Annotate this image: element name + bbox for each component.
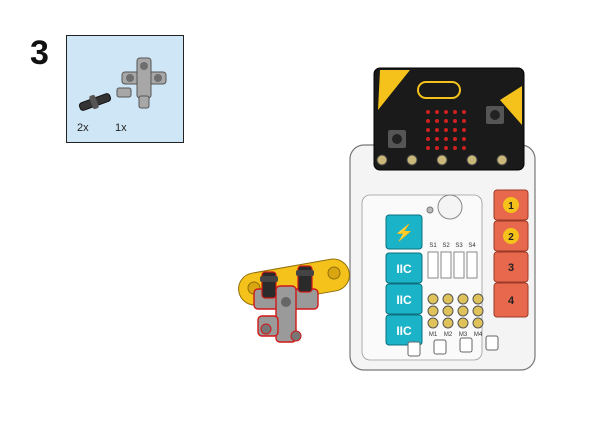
- pin-quantity-label: 2x: [77, 122, 89, 134]
- grey-connector-assembly: [253, 285, 319, 343]
- switch-label-s3: S3: [455, 243, 463, 249]
- switch-label-s2: S2: [442, 243, 450, 249]
- black-pin-left: [260, 271, 278, 299]
- port-label-3: IIC: [396, 324, 412, 338]
- left-port-column: ⚡ IIC IIC IIC: [385, 214, 423, 346]
- microbit-board: [373, 67, 525, 171]
- step-number: 3: [30, 34, 49, 72]
- port-label-2: IIC: [396, 293, 412, 307]
- button-4: [493, 282, 529, 318]
- parts-illustration: [78, 57, 167, 111]
- buzzer: [437, 194, 463, 220]
- port-label-1: IIC: [396, 262, 412, 276]
- motor-label-m4: M4: [474, 332, 483, 338]
- port-iic-1: [385, 252, 423, 284]
- black-axle-pin-part: [78, 93, 112, 111]
- button-3: [493, 251, 529, 283]
- port-iic-3: [385, 314, 423, 346]
- pin-header-rings: [427, 293, 484, 329]
- switch-label-s4: S4: [468, 243, 476, 249]
- led-matrix: [426, 110, 466, 150]
- port-label-0: ⚡: [394, 223, 414, 242]
- motor-ports: M1 M2 M3 M4: [407, 332, 499, 357]
- edge-connector-pads: [376, 154, 508, 166]
- button-label-3: 3: [508, 262, 514, 274]
- port-power: [385, 214, 423, 250]
- motor-label-m1: M1: [429, 332, 438, 338]
- grey-cross-connector-part: [116, 57, 167, 109]
- indicator-dot: [426, 206, 434, 214]
- button-label-2: 2: [508, 232, 514, 243]
- parts-list-box: 2x 1x: [66, 35, 184, 143]
- right-button-column: 1 2 3 4: [493, 189, 529, 318]
- switch-block: S1 S2 S3 S4: [427, 243, 478, 279]
- black-pin-right: [296, 265, 314, 293]
- button-label-1: 1: [508, 201, 514, 212]
- switch-label-s1: S1: [429, 243, 437, 249]
- port-iic-2: [385, 283, 423, 315]
- motor-label-m3: M3: [459, 332, 468, 338]
- button-label-4: 4: [508, 295, 515, 307]
- connector-quantity-label: 1x: [115, 122, 127, 134]
- motor-label-m2: M2: [444, 332, 453, 338]
